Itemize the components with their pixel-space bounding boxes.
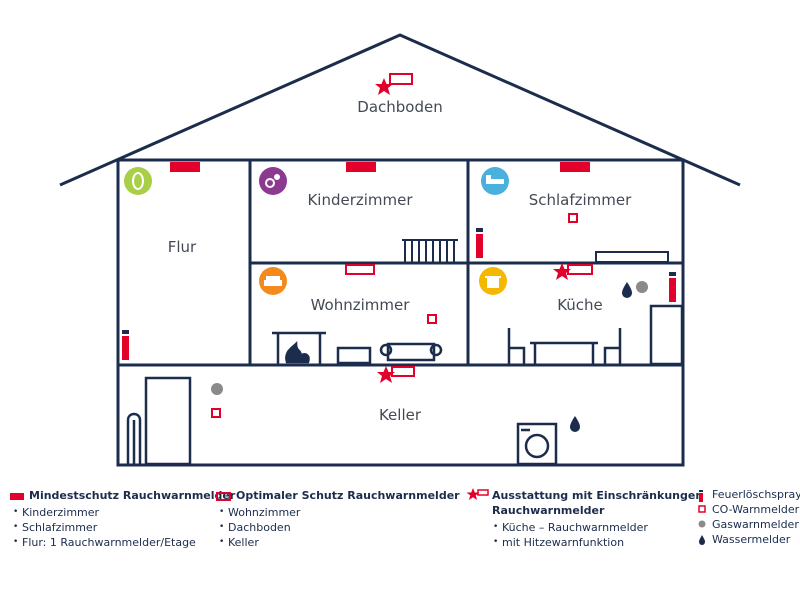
legend-symbol-extinguisher: Feuerlöschspray: [698, 488, 800, 503]
legend-minimum-item: Kinderzimmer: [10, 505, 235, 520]
filled-detector-icon: [10, 492, 24, 500]
smoke-detector-living: [345, 264, 375, 275]
legend-restricted-item-cont: mit Hitzewarnfunktion: [490, 535, 703, 550]
extinguisher-icon: [699, 490, 703, 502]
star-icon-kitchen: [553, 263, 571, 280]
legend-optimal-item: Wohnzimmer: [216, 505, 460, 520]
star-icon: [466, 488, 489, 500]
couch-icon: [379, 342, 443, 362]
legend-restricted-title: Ausstattung mit Einschränkungen Rauchwar…: [466, 488, 703, 518]
boiler-icon: [126, 376, 192, 466]
living-table: [336, 346, 372, 365]
water-drop-icon-cellar: [570, 416, 580, 432]
legend-minimum-item: Schlafzimmer: [10, 520, 235, 535]
room-label-bedroom: Schlafzimmer: [529, 191, 632, 209]
smoke-detector-attic: [389, 73, 413, 85]
co-detector-bedroom: [568, 213, 578, 223]
bedroom-shelf: [595, 251, 669, 263]
extinguisher-icon-bedroom: [476, 228, 483, 258]
room-label-cellar: Keller: [379, 406, 422, 424]
fireplace-icon: [272, 331, 326, 364]
legend-symbol-co: CO-Warnmelder: [698, 503, 800, 518]
legend-restricted-item: Küche – Rauchwarnmelder: [490, 520, 703, 535]
extinguisher-icon-hall: [122, 330, 129, 360]
legend-symbols: Feuerlöschspray CO-Warnmelder Gaswarnmel…: [698, 488, 800, 548]
smoke-detector-bedroom: [560, 162, 590, 172]
water-drop-icon: [699, 535, 705, 545]
legend-optimal: Optimaler Schutz Rauchwarnmelder Wohnzim…: [216, 488, 460, 550]
pacifier-icon: [259, 167, 287, 195]
radiator-icon: [402, 239, 458, 262]
water-drop-icon-kitchen: [622, 282, 632, 298]
legend-optimal-item: Dachboden: [216, 520, 460, 535]
bed-icon: [481, 167, 509, 195]
co-detector-icon: [698, 505, 706, 513]
legend-restricted: Ausstattung mit Einschränkungen Rauchwar…: [466, 488, 703, 550]
extinguisher-icon-kitchen: [669, 272, 676, 302]
outline-detector-icon: [216, 491, 231, 501]
smoke-detector-cellar: [391, 366, 415, 377]
legend-minimum-item: Flur: 1 Rauchwarnmelder/Etage: [10, 535, 235, 550]
gas-detector-cellar: [211, 383, 223, 395]
cooking-pot-icon: [479, 267, 507, 295]
legend-optimal-title: Optimaler Schutz Rauchwarnmelder: [216, 488, 460, 503]
washing-machine-icon: [516, 422, 558, 466]
star-icon-cellar: [377, 366, 395, 383]
legend-minimum-title: Mindestschutz Rauchwarnmelder: [10, 488, 235, 503]
smoke-detector-kids: [346, 162, 376, 172]
legend-symbol-water: Wassermelder: [698, 533, 800, 548]
co-detector-cellar: [211, 408, 221, 418]
co-detector-living: [427, 314, 437, 324]
legend-optimal-item: Keller: [216, 535, 460, 550]
legend-symbol-gas: Gaswarnmelder: [698, 518, 800, 533]
smoke-detector-hall: [170, 162, 200, 172]
roof-outline: [59, 33, 741, 187]
room-label-kids: Kinderzimmer: [307, 191, 413, 209]
kitchen-table: [507, 328, 622, 364]
mirror-icon: [124, 167, 152, 195]
fridge: [649, 304, 684, 366]
star-icon-attic: [375, 78, 393, 95]
smoke-detector-kitchen: [567, 264, 593, 275]
room-label-hall: Flur: [168, 238, 197, 256]
gas-detector-kitchen: [636, 281, 648, 293]
room-label-attic: Dachboden: [357, 98, 442, 116]
legend-minimum: Mindestschutz Rauchwarnmelder Kinderzimm…: [10, 488, 235, 550]
room-label-living: Wohnzimmer: [311, 296, 411, 314]
sofa-icon: [259, 267, 287, 295]
room-label-kitchen: Küche: [557, 296, 603, 314]
gas-detector-icon: [698, 520, 706, 528]
